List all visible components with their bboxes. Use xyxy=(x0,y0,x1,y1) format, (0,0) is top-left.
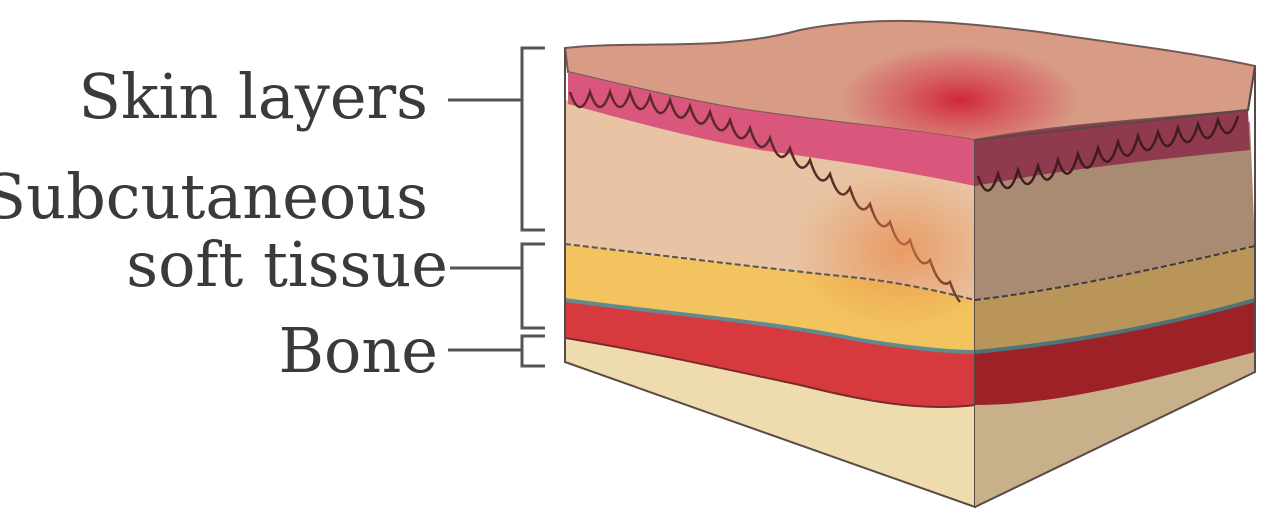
label-bone: Bone xyxy=(278,314,438,387)
muscle-bone-boundary-line xyxy=(564,337,976,409)
skin-layers-bracket xyxy=(520,46,545,232)
fat-boundary-line xyxy=(564,243,976,301)
fascia-line xyxy=(564,298,976,354)
epidermis-layer-side xyxy=(975,110,1250,186)
subcutaneous-bracket xyxy=(520,242,545,330)
bone-bracket xyxy=(520,334,545,368)
muscle-layer-front xyxy=(565,300,975,408)
dermal-papillae-line-side xyxy=(976,115,1240,192)
side-face-outline xyxy=(974,65,1256,508)
label-subcutaneous-line1: Subcutaneous xyxy=(0,160,428,233)
muscle-layer-side xyxy=(975,300,1255,405)
fat-layer-side xyxy=(975,246,1255,352)
fat-boundary-line-side xyxy=(974,245,1256,301)
label-subcutaneous-line2: soft tissue xyxy=(126,228,448,301)
fascia-line-side xyxy=(974,298,1256,354)
inflammation-spot xyxy=(840,45,1080,155)
inflammation-glow-front xyxy=(790,170,1010,330)
label-skin-layers: Skin layers xyxy=(78,60,428,133)
